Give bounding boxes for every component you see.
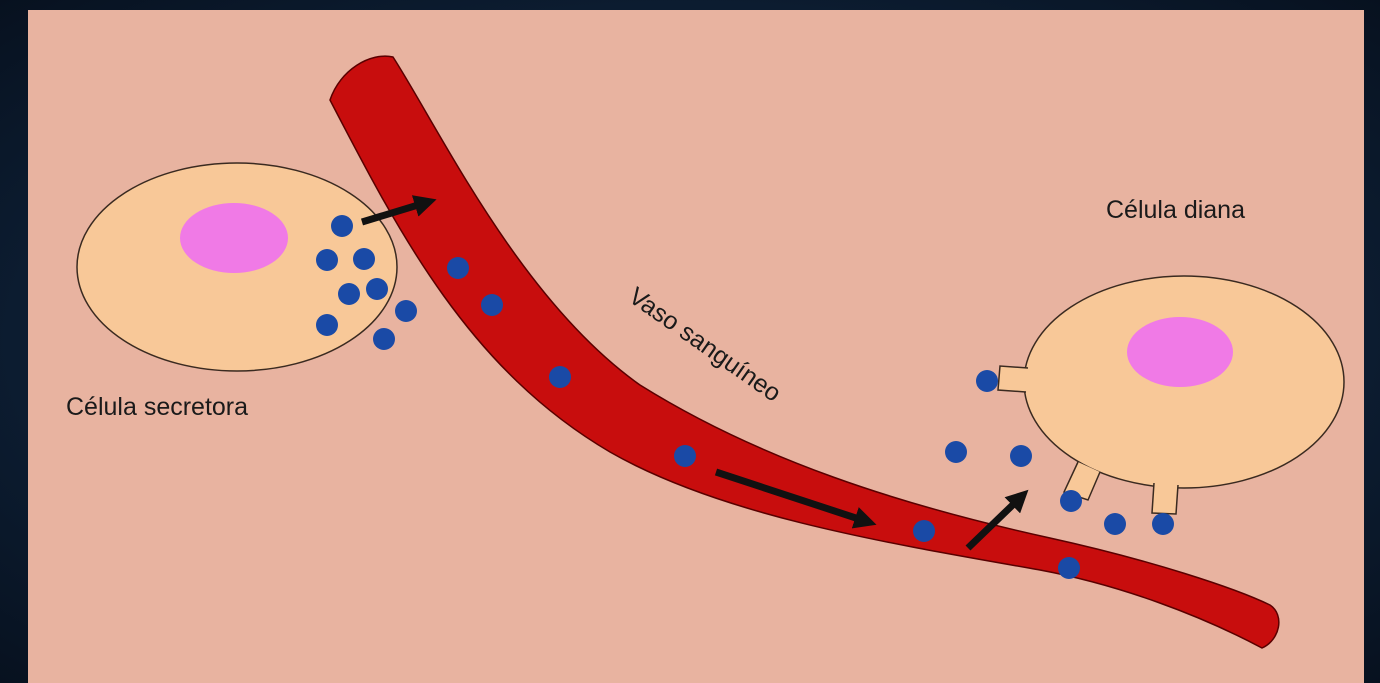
hormone-particle — [1152, 513, 1174, 535]
hormone-particle — [373, 328, 395, 350]
secretory-cell — [77, 163, 397, 371]
hormone-particle — [316, 249, 338, 271]
hormone-particle — [353, 248, 375, 270]
secretory-cell-nucleus — [180, 203, 288, 273]
receptor-icon — [1152, 483, 1178, 514]
hormone-particle — [331, 215, 353, 237]
target-cell-label: Célula diana — [1106, 196, 1245, 224]
target-cell — [1024, 276, 1344, 488]
hormone-particle — [338, 283, 360, 305]
hormone-particle — [976, 370, 998, 392]
receptor-icon — [998, 366, 1028, 392]
hormone-particle — [945, 441, 967, 463]
hormone-particle — [395, 300, 417, 322]
hormone-particle — [1104, 513, 1126, 535]
hormone-particle — [913, 520, 935, 542]
hormone-particle — [316, 314, 338, 336]
hormone-particle — [447, 257, 469, 279]
hormone-particle — [674, 445, 696, 467]
hormone-particle — [481, 294, 503, 316]
secretory-cell-label: Célula secretora — [66, 393, 248, 421]
hormone-particle — [549, 366, 571, 388]
target-cell-nucleus — [1127, 317, 1233, 387]
hormone-particle — [366, 278, 388, 300]
hormone-particle — [1060, 490, 1082, 512]
hormone-particle — [1010, 445, 1032, 467]
hormone-particle — [1058, 557, 1080, 579]
